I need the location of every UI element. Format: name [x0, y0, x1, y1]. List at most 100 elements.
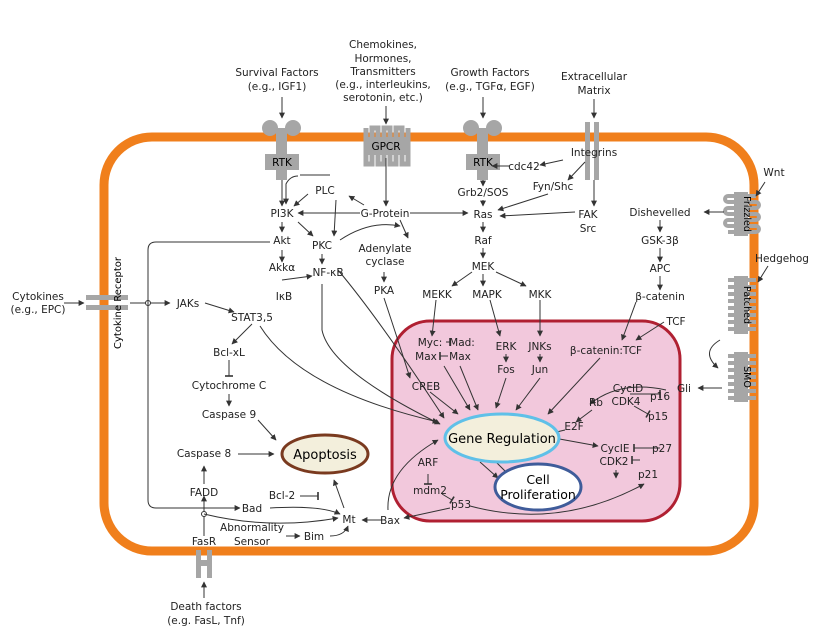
- ecm-label-2: Matrix: [577, 85, 610, 97]
- node-caspase9: Caspase 9: [202, 409, 256, 421]
- node-plc: PLC: [315, 185, 335, 197]
- node-fadd: FADD: [190, 487, 218, 499]
- node-jnks: JNKs: [527, 341, 551, 353]
- node-mkk: MKK: [529, 289, 553, 301]
- node-arf: ARF: [418, 457, 439, 469]
- node-adenylate-cyclase-2: cyclase: [365, 256, 404, 268]
- node-cdc42: cdc42: [508, 161, 540, 173]
- chemokines-label-5: serotonin, etc.): [343, 92, 423, 104]
- smo-label: SMO: [741, 366, 752, 388]
- growth-factors-label: Growth Factors: [451, 67, 530, 79]
- survival-factors-label: Survival Factors: [235, 67, 318, 79]
- wnt-label: Wnt: [763, 167, 784, 179]
- node-myc: Myc:: [418, 337, 443, 349]
- node-stat35: STAT3,5: [231, 312, 273, 324]
- external-labels: Survival Factors (e.g., IGF1) Chemokines…: [11, 39, 809, 627]
- node-mek: MEK: [472, 261, 496, 273]
- pathway-connectors: [64, 97, 769, 598]
- gene-regulation-oval: [443, 412, 561, 464]
- smo-receptor: SMO: [728, 352, 756, 402]
- fasr-receptor: FasR: [192, 536, 216, 578]
- patched-label: Patched: [741, 286, 752, 324]
- node-akt: Akt: [273, 235, 290, 247]
- node-jun: Jun: [531, 364, 548, 376]
- node-erk: ERK: [496, 341, 518, 353]
- node-abnormality-sensor-1: Abnormality: [220, 522, 284, 534]
- node-p21: p21: [638, 469, 658, 481]
- node-p16: p16: [650, 391, 670, 403]
- node-p15: p15: [648, 411, 668, 423]
- node-fyn-shc: Fyn/Shc: [533, 181, 574, 193]
- frizzled-label: Frizzled: [741, 196, 752, 232]
- node-ras: Ras: [474, 209, 493, 221]
- gpcr-label: GPCR: [371, 141, 400, 153]
- node-cdk4: CDK4: [612, 396, 641, 408]
- cytokines-example: (e.g., EPC): [11, 304, 66, 316]
- node-tcf: TCF: [665, 316, 685, 328]
- cytokine-receptor-label: Cytokine Receptor: [113, 256, 124, 349]
- fasr-label: FasR: [192, 536, 216, 548]
- node-src: Src: [580, 223, 597, 235]
- node-jaks: JAKs: [176, 298, 199, 310]
- growth-factors-example: (e.g., TGFα, EGF): [445, 81, 535, 93]
- node-abnormality-sensor-2: Sensor: [234, 536, 271, 548]
- node-bcl2: Bcl-2: [269, 490, 295, 502]
- death-factors-label: Death factors: [170, 601, 241, 613]
- node-bclxl: Bcl-xL: [213, 347, 245, 359]
- node-raf: Raf: [474, 235, 491, 247]
- hedgehog-label: Hedgehog: [755, 253, 809, 265]
- node-bax: Bax: [380, 515, 400, 527]
- integrins-label: Integrins: [571, 147, 617, 159]
- chemokines-label-4: (e.g., interleukins,: [335, 79, 431, 91]
- chemokines-label-1: Chemokines,: [349, 39, 417, 51]
- chemokines-label-3: Transmitters: [349, 66, 415, 78]
- node-nfkb: NF-κB: [312, 267, 343, 279]
- node-cyce: CycIE: [600, 443, 629, 455]
- node-gli: Gli: [677, 383, 691, 395]
- cell-proliferation-oval: [493, 462, 583, 512]
- node-gene-regulation: Gene Regulation: [448, 432, 556, 447]
- node-max-2: Max: [449, 351, 471, 363]
- node-fak: FAK: [578, 209, 598, 221]
- apoptosis-oval: [280, 433, 370, 475]
- node-dishevelled: Dishevelled: [629, 207, 690, 219]
- node-cell-proliferation-2: Proliferation: [500, 487, 576, 502]
- node-mekk: MEKK: [422, 289, 453, 301]
- node-apc: APC: [650, 263, 671, 275]
- node-p27: p27: [652, 443, 672, 455]
- node-cytochrome-c: Cytochrome C: [192, 380, 266, 392]
- node-e2f: E2F: [564, 421, 583, 433]
- node-gsk3b: GSK-3β: [641, 235, 679, 247]
- node-pkc: PKC: [312, 240, 332, 252]
- frizzled-receptor: Frizzled: [723, 192, 761, 236]
- cytoplasm-nodes: PI3K Akt Akkα IκB PKC NF-κB PLC G-Protei…: [176, 161, 691, 548]
- node-pi3k: PI3K: [271, 208, 295, 220]
- node-mad: Mad:: [449, 337, 475, 349]
- node-apoptosis: Apoptosis: [293, 448, 357, 463]
- ecm-label-1: Extracellular: [561, 71, 628, 83]
- node-rb: Rb: [589, 397, 603, 409]
- gpcr-receptor: GPCR: [363, 125, 411, 167]
- node-max-1: Max: [415, 351, 437, 363]
- node-akka: Akkα: [269, 262, 295, 274]
- node-mdm2: mdm2: [413, 485, 447, 497]
- rtk-left-label: RTK: [272, 157, 293, 169]
- rtk-left-receptor: RTK: [262, 120, 301, 180]
- node-bim: Bim: [304, 531, 324, 543]
- node-adenylate-cyclase-1: Adenylate: [359, 243, 412, 255]
- node-cycd: CycID: [613, 383, 644, 395]
- node-pka: PKA: [374, 285, 395, 297]
- node-ikb: IκB: [276, 291, 293, 303]
- node-cell-proliferation-1: Cell: [526, 472, 549, 487]
- node-bad: Bad: [242, 503, 262, 515]
- node-caspase8: Caspase 8: [177, 448, 231, 460]
- node-gprotein: G-Protein: [361, 208, 410, 220]
- death-factors-example: (e.g. FasL, Tnf): [167, 615, 245, 627]
- chemokines-label-2: Hormones,: [354, 53, 411, 65]
- survival-factors-example: (e.g., IGF1): [248, 81, 307, 93]
- node-creb: CREB: [412, 381, 440, 393]
- nucleus-nodes: Myc: Mad: Max Max CREB ERK Fos JNKs Jun …: [412, 337, 672, 512]
- cytokines-label: Cytokines: [12, 291, 64, 303]
- node-mt: Mt: [342, 514, 355, 526]
